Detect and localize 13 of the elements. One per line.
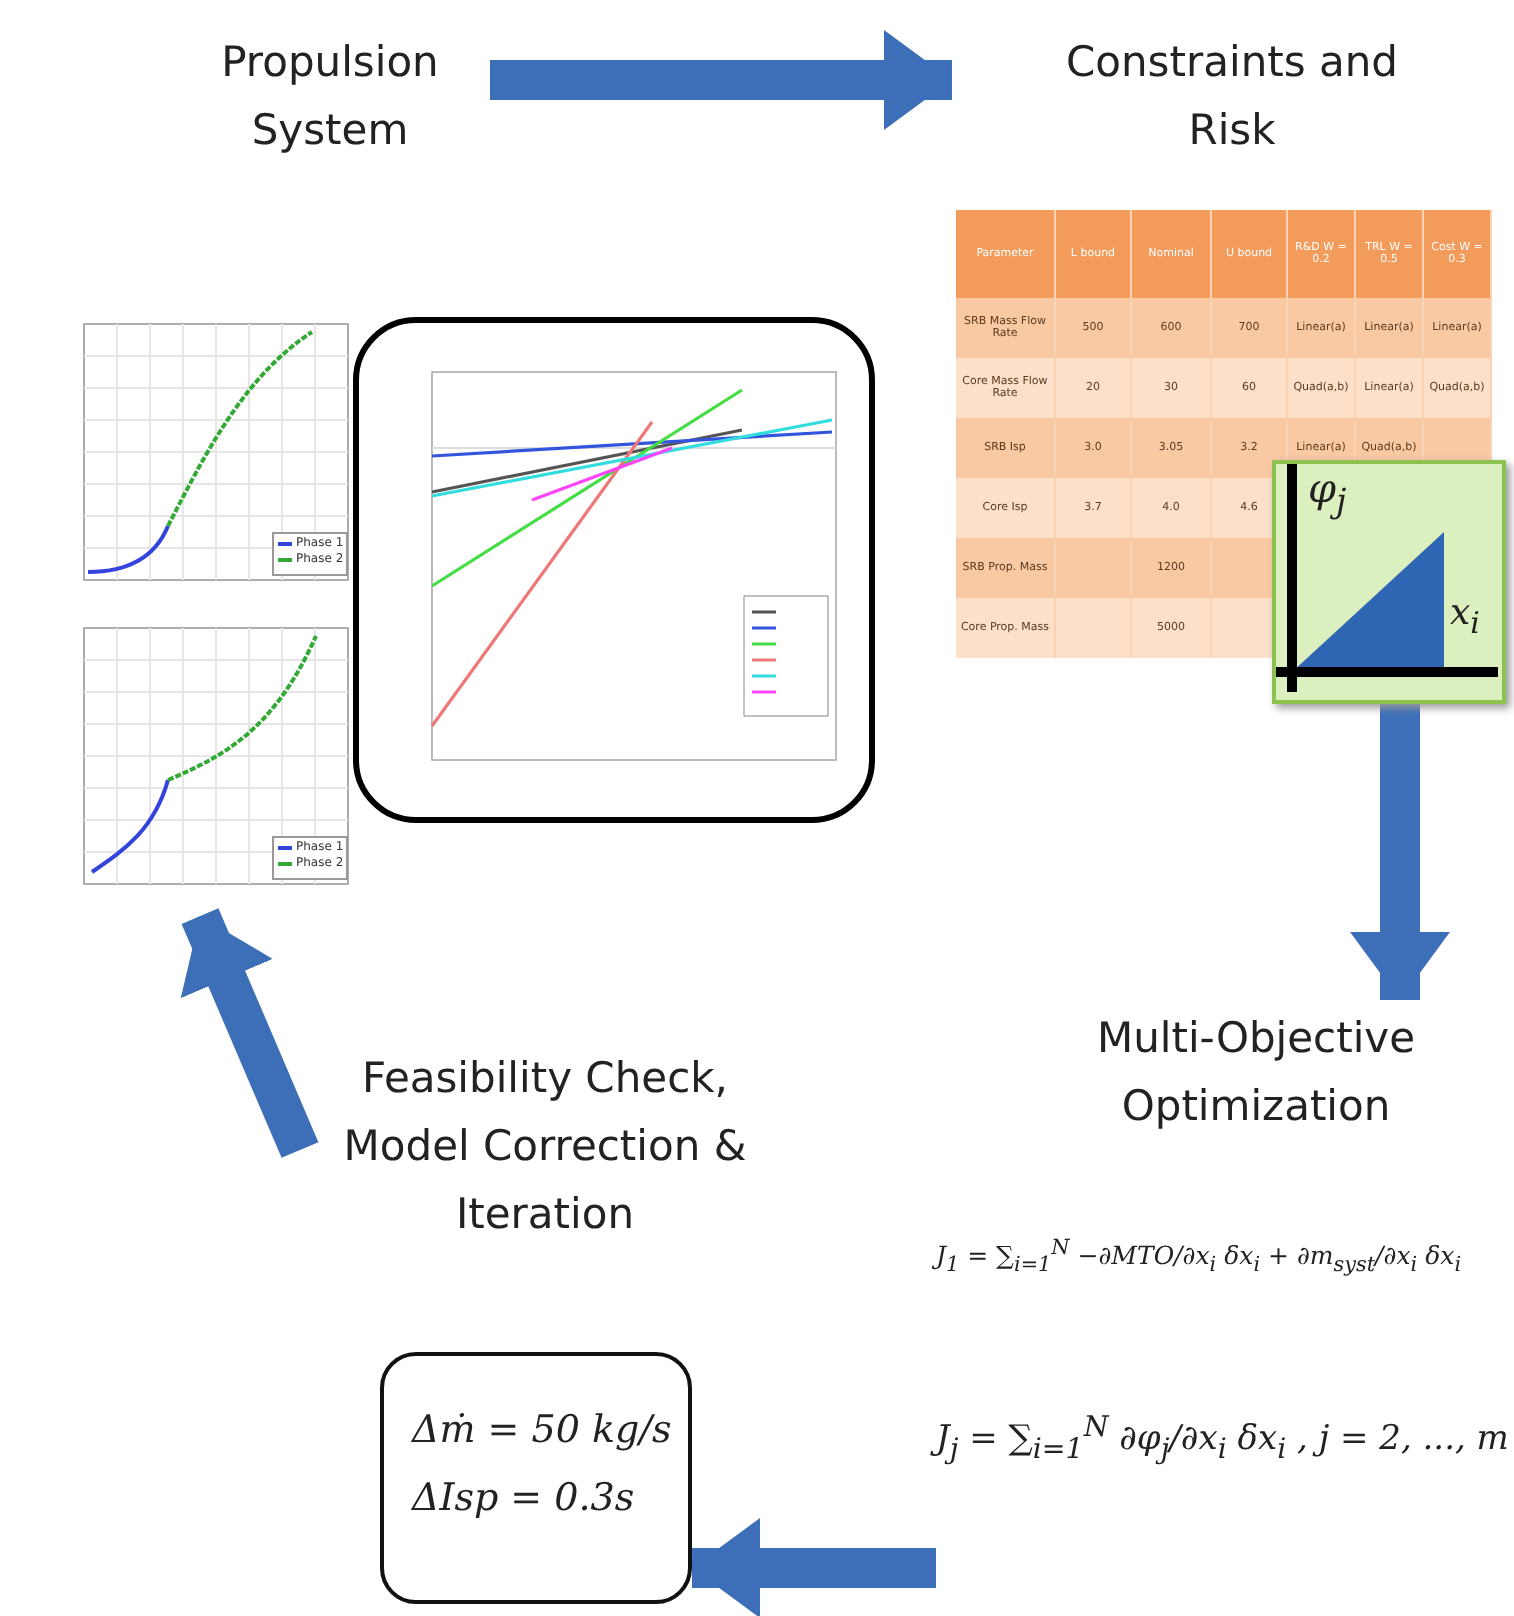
equation: J$_{1}$ = ∑$_{i=1}$$^{N}$ −∂MTO/∂x$_{i}$ δx$_{i}$ + ∂m$_{syst}$/∂x$_{i}$ δx$_{i}$: [936, 1236, 1462, 1278]
step-label: Feasibility Check, Model Correction & Iteration: [300, 1044, 790, 1260]
equation: Δṁ = 50 kg/s: [412, 1408, 672, 1452]
result-box: [380, 1352, 692, 1604]
section-title: Propulsion System: [170, 28, 490, 168]
block-arrow: [1350, 700, 1450, 1000]
block-arrow: [490, 30, 952, 130]
axis-label: x$_{i}$: [1450, 592, 1480, 642]
section-title: Multi-Objective Optimization: [1094, 1012, 1418, 1134]
section-title: Constraints and Risk: [1063, 36, 1400, 158]
equation: ΔIsp = 0.3s: [412, 1476, 635, 1520]
block-arrow: [180, 908, 319, 1158]
block-arrow: [692, 1518, 936, 1616]
